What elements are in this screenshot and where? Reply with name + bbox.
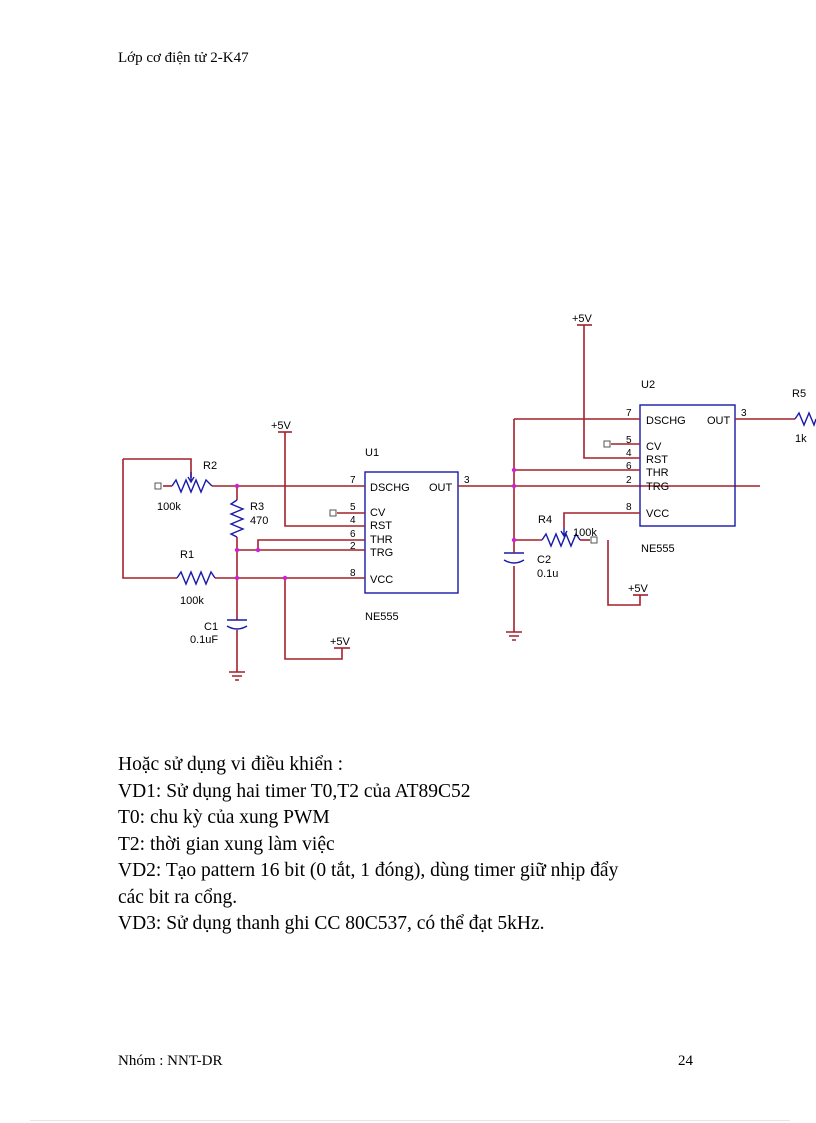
u2-pin-num-4: 4 xyxy=(626,448,632,459)
supply-label-u1-top: +5V xyxy=(271,420,292,432)
footer-group: Nhóm : NNT-DR xyxy=(118,1053,223,1069)
r4-resistor-symbol xyxy=(541,532,581,548)
body-line: T2: thời gian xung làm việc xyxy=(118,833,335,855)
u2-pin-num-3: 3 xyxy=(741,408,747,419)
u2-pin-out: OUT xyxy=(707,415,731,427)
u1-pin-num-6: 6 xyxy=(350,529,356,540)
r3-ref: R3 xyxy=(250,501,264,513)
u1-pin-rst: RST xyxy=(370,520,392,532)
body-line: VD1: Sử dụng hai timer T0,T2 của AT89C52 xyxy=(118,780,471,802)
footer-page-number: 24 xyxy=(678,1053,693,1069)
r4-value: 100k xyxy=(573,527,597,539)
ne555-pwm-schematic: U1 NE555 DSCHG CV RST THR TRG VCC OUT 7 … xyxy=(122,313,816,681)
u2-pin-vcc: VCC xyxy=(646,508,669,520)
u1-pin-num-4: 4 xyxy=(350,515,356,526)
u1-pin-vcc: VCC xyxy=(370,574,393,586)
c1-ref: C1 xyxy=(204,621,218,633)
r2-ref: R2 xyxy=(203,460,217,472)
u2-pin-num-5: 5 xyxy=(626,435,632,446)
u1-pin-num-8: 8 xyxy=(350,568,356,579)
r2-resistor-symbol xyxy=(171,478,213,494)
u2-pin-trg: TRG xyxy=(646,481,669,493)
u2-pin-dschg: DSCHG xyxy=(646,415,686,427)
u2-pin-thr: THR xyxy=(646,467,669,479)
supply-label-u2-top: +5V xyxy=(572,313,593,325)
r2-value: 100k xyxy=(157,501,181,513)
r4-ref: R4 xyxy=(538,514,552,526)
body-line: T0: chu kỳ của xung PWM xyxy=(118,807,330,828)
u1-pin-thr: THR xyxy=(370,534,393,546)
u2-pin-num-7: 7 xyxy=(626,408,632,419)
body-line: VD3: Sử dụng thanh ghi CC 80C537, có thể… xyxy=(118,913,545,934)
r5-resistor-symbol xyxy=(794,411,816,427)
u1-pin-num-7: 7 xyxy=(350,475,356,486)
c1-capacitor-symbol xyxy=(226,619,248,630)
r5-ref: R5 xyxy=(792,388,806,400)
c2-capacitor-symbol xyxy=(503,552,525,564)
u2-pin-cv: CV xyxy=(646,441,662,453)
u1-pin-out: OUT xyxy=(429,482,453,494)
ground-symbol-u1 xyxy=(229,671,245,681)
u1-pin-cv: CV xyxy=(370,507,386,519)
u1-pin-dschg: DSCHG xyxy=(370,482,410,494)
u2-pin-num-8: 8 xyxy=(626,502,632,513)
u1-pin-num-3: 3 xyxy=(464,475,470,486)
c2-ref: C2 xyxy=(537,554,551,566)
r1-ref: R1 xyxy=(180,549,194,561)
page-header: Lớp cơ điện tử 2-K47 xyxy=(118,50,249,66)
r3-resistor-symbol xyxy=(229,499,245,538)
body-line: Hoặc sử dụng vi điều khiển : xyxy=(118,754,344,775)
r3-value: 470 xyxy=(250,515,268,527)
u2-ref: U2 xyxy=(641,379,655,391)
page-bottom-rule xyxy=(30,1120,790,1121)
u1-pin-num-2: 2 xyxy=(350,541,356,552)
body-line: VD2: Tạo pattern 16 bit (0 tắt, 1 đóng),… xyxy=(118,860,619,881)
u1-circuit: U1 NE555 DSCHG CV RST THR TRG VCC OUT 7 … xyxy=(122,420,760,681)
supply-label-u1-bottom: +5V xyxy=(330,636,351,648)
u2-pin-num-6: 6 xyxy=(626,461,632,472)
r5-value: 1k xyxy=(795,433,807,445)
body-text: Hoặc sử dụng vi điều khiển : VD1: Sử dụn… xyxy=(118,752,738,938)
u1-ref: U1 xyxy=(365,447,379,459)
supply-label-u2-bottom: +5V xyxy=(628,583,649,595)
body-line: các bit ra cổng. xyxy=(118,886,238,908)
r1-value: 100k xyxy=(180,595,204,607)
u1-chip-body xyxy=(364,471,459,594)
u1-pin-num-5: 5 xyxy=(350,502,356,513)
u1-pin-trg: TRG xyxy=(370,547,393,559)
u2-chip-body xyxy=(639,404,736,527)
c1-value: 0.1uF xyxy=(190,634,218,646)
u2-pin-rst: RST xyxy=(646,454,668,466)
u2-part: NE555 xyxy=(641,543,675,555)
r1-resistor-symbol xyxy=(176,570,216,586)
ground-symbol-u2 xyxy=(506,631,522,641)
c2-value: 0.1u xyxy=(537,568,558,580)
u2-pin-num-2: 2 xyxy=(626,475,632,486)
u1-part: NE555 xyxy=(365,611,399,623)
u2-circuit: U2 NE555 DSCHG CV RST THR TRG VCC OUT 7 … xyxy=(503,313,816,641)
